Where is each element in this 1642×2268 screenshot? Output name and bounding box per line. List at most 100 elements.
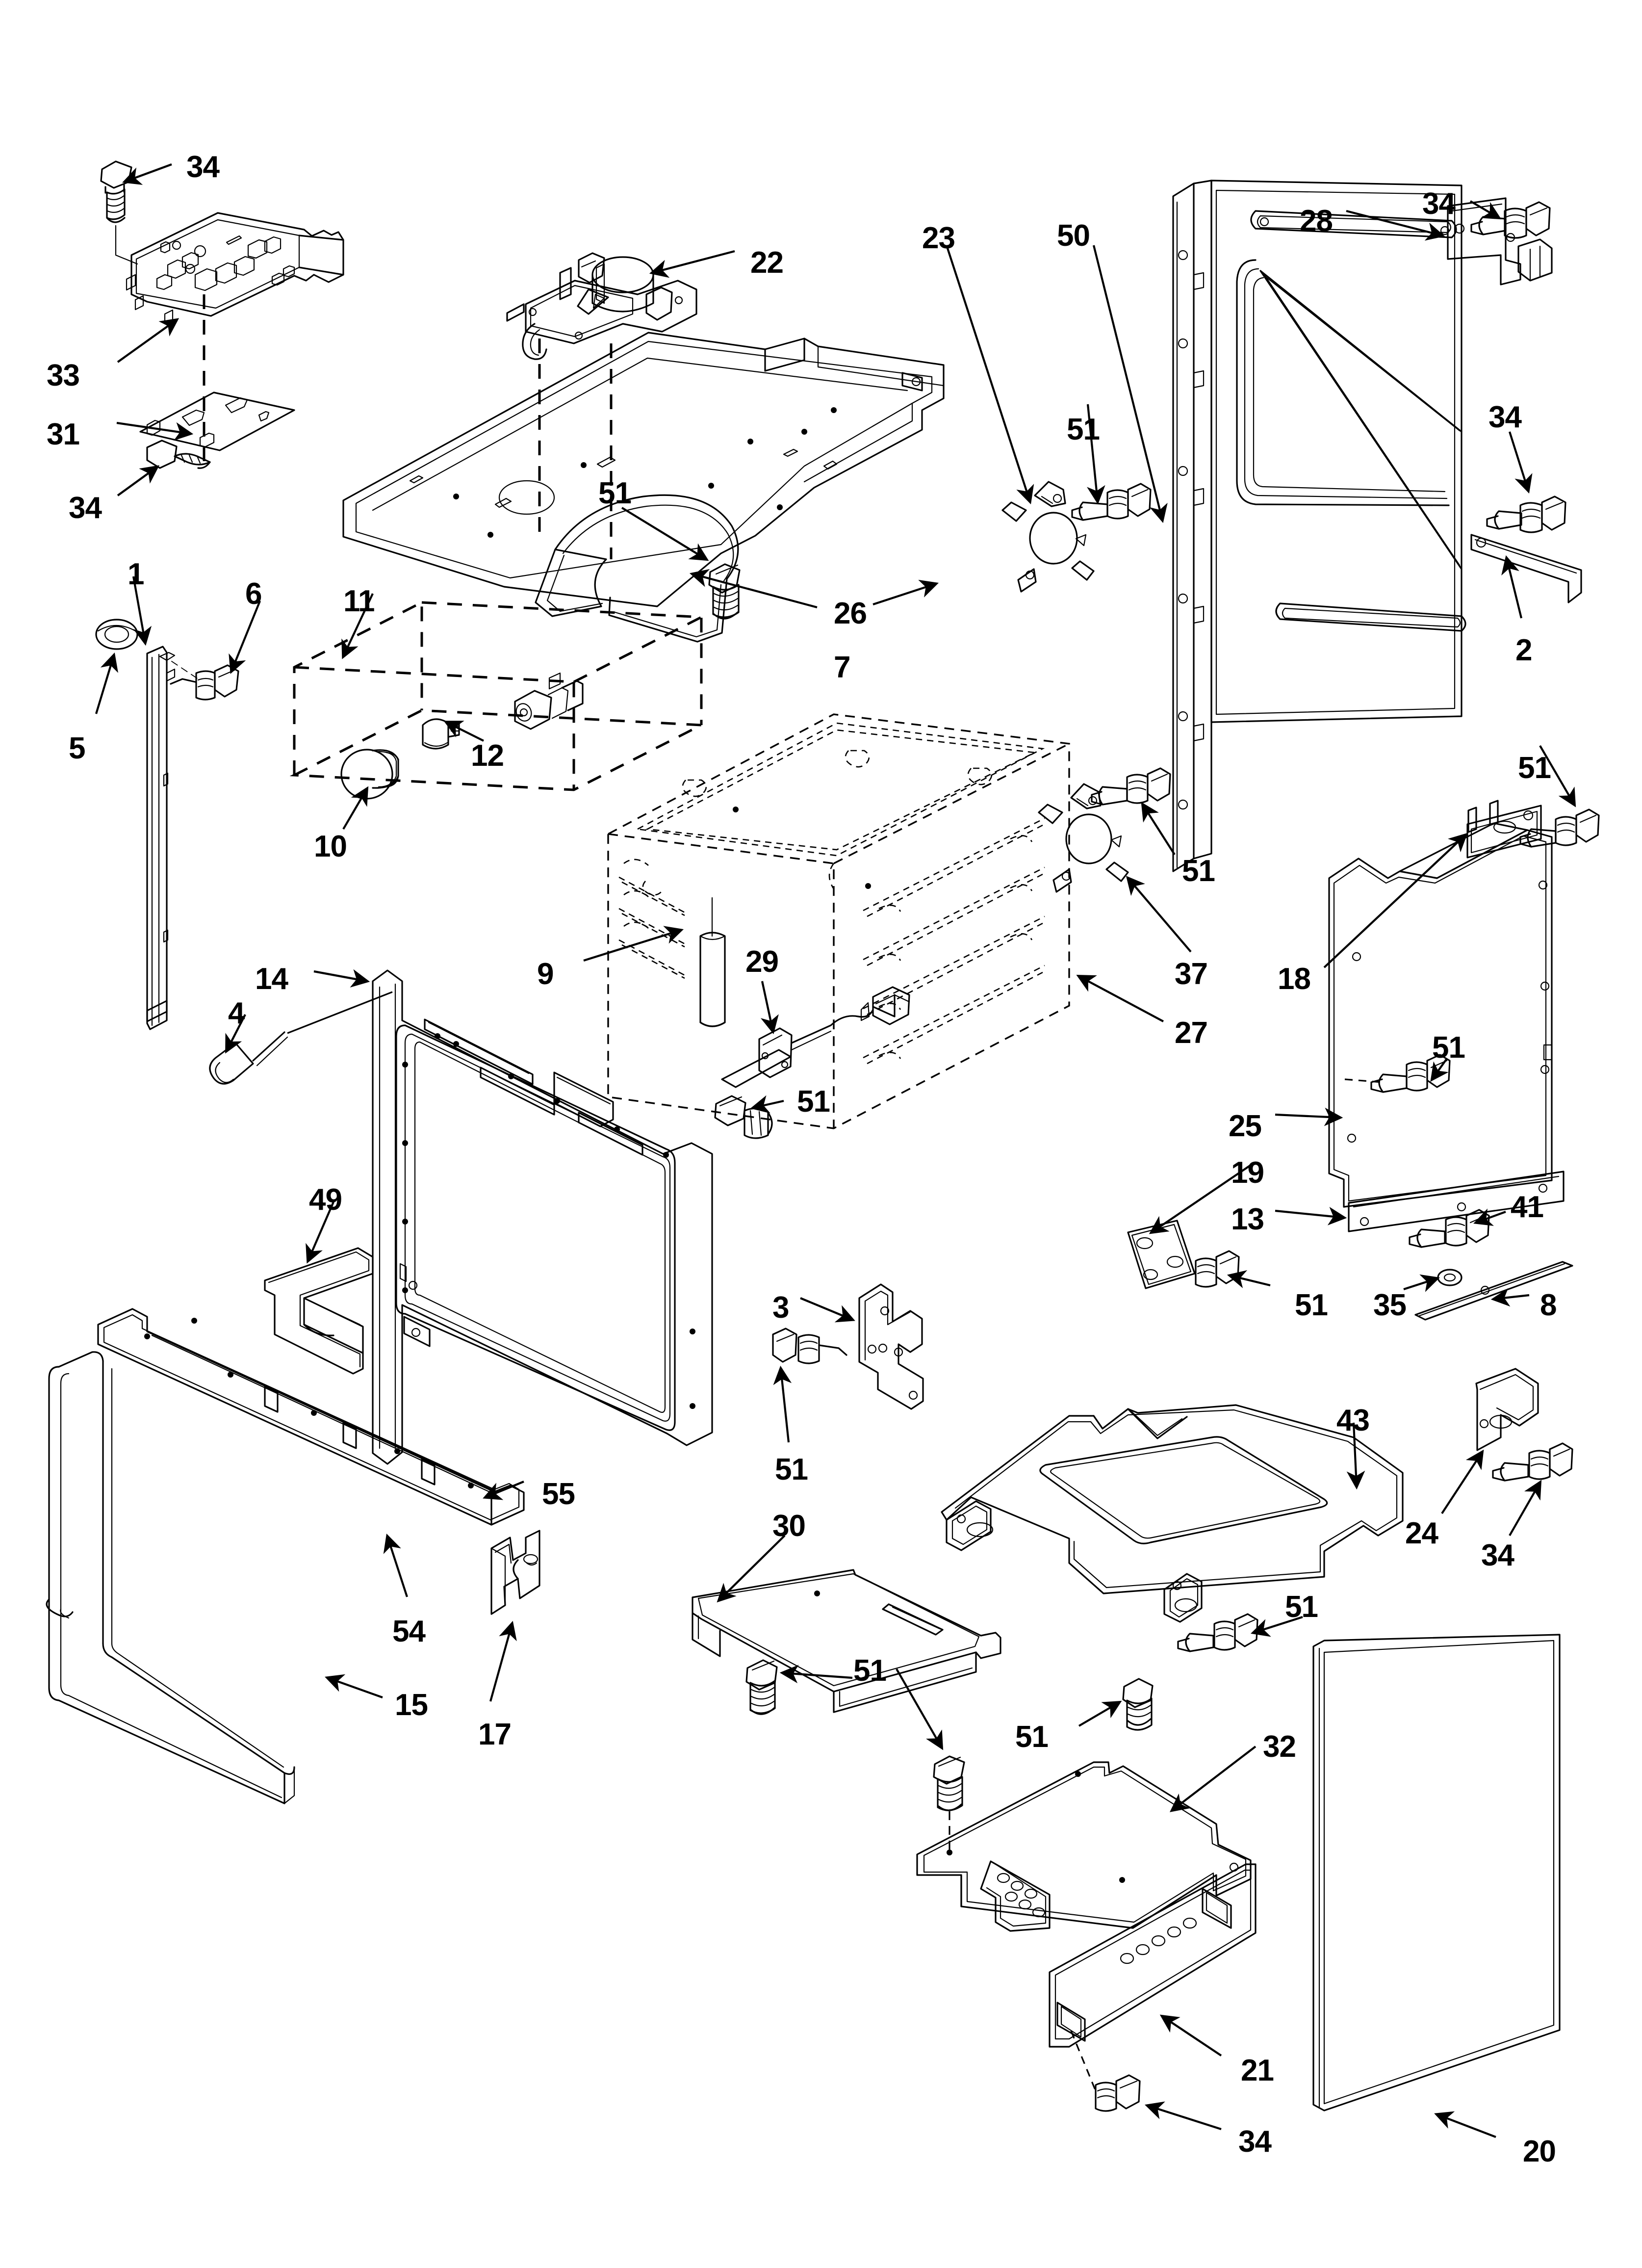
leader-17: [489, 1620, 517, 1702]
leader-51c: [1539, 745, 1576, 808]
screw-51-drawer: [933, 1755, 965, 1855]
callout-34-b: 34: [69, 491, 102, 525]
screw-6: [170, 664, 239, 701]
leader-20: [1434, 2111, 1496, 2138]
part-37-thermostat: [1038, 783, 1129, 893]
callout-1: 1: [128, 557, 144, 591]
leader-51-maintop: [621, 507, 709, 561]
callout-51-k: 51: [1015, 1720, 1049, 1754]
part-43-base-pan: [941, 1404, 1404, 1623]
part-28-rear-frame: [1172, 180, 1466, 872]
leader-22: [649, 250, 735, 278]
leader-43: [1346, 1422, 1365, 1490]
leader-34-bracket24: [1509, 1480, 1542, 1537]
leader-33: [117, 318, 180, 363]
leader-19: [1149, 1164, 1252, 1234]
part-24-bracket: [1475, 1368, 1539, 1451]
callout-19: 19: [1231, 1156, 1264, 1190]
callout-29: 29: [745, 945, 779, 979]
leader-41: [1473, 1208, 1506, 1226]
callout-51-h: 51: [775, 1453, 808, 1486]
part-25-side-panel: [1328, 822, 1553, 1208]
leader-10: [342, 786, 369, 830]
part-29-sensor: [721, 986, 910, 1088]
callout-8: 8: [1540, 1288, 1557, 1322]
leader-51-bracket19: [1227, 1270, 1271, 1288]
callout-15: 15: [395, 1688, 428, 1722]
callout-10: 10: [314, 830, 347, 863]
part-21-drawer-front: [1049, 1863, 1257, 2048]
leader-51-panel25: [1430, 1058, 1449, 1082]
leader-34-upper-right: [1469, 200, 1502, 220]
leader-15: [325, 1674, 383, 1698]
callout-14: 14: [255, 962, 288, 996]
leader-49: [306, 1201, 334, 1264]
part-7-maintop-panel: [342, 332, 945, 643]
callout-3: 3: [772, 1291, 789, 1325]
callout-51-c: 51: [1518, 751, 1551, 785]
callout-51-g: 51: [1295, 1288, 1328, 1322]
part-27-oven-cavity: [607, 713, 1070, 1129]
part-30-bottom-panel: [692, 1569, 1001, 1713]
callout-49: 49: [309, 1183, 342, 1217]
leader-14: [313, 969, 370, 988]
callout-51-i: 51: [1285, 1590, 1318, 1624]
screw-34-upper-right: [1470, 201, 1551, 239]
screw-51-basepan-2: [1122, 1678, 1154, 1731]
leader-51-cavity: [750, 1095, 784, 1114]
leader-51-part37: [1141, 802, 1176, 856]
leader-29: [760, 981, 779, 1035]
callout-51-e: 51: [797, 1085, 830, 1119]
callout-51-j: 51: [853, 1654, 887, 1688]
callout-35: 35: [1373, 1288, 1407, 1322]
callout-51-f: 51: [1432, 1031, 1465, 1065]
leader-28: [1346, 209, 1445, 241]
screw-18: [1519, 808, 1600, 848]
leader-51k: [1078, 1700, 1122, 1727]
leader-32: [1169, 1746, 1257, 1812]
screw-34-drawer-front: [1070, 2031, 1141, 2112]
screw-51-maintop: [708, 563, 741, 620]
part-14-front-frame: [372, 969, 713, 1465]
leader-8: [1490, 1288, 1530, 1307]
callout-51-b: 51: [1067, 413, 1100, 446]
callout-6: 6: [245, 577, 262, 611]
leader-2: [1501, 555, 1523, 619]
leader-55: [483, 1481, 524, 1500]
callout-18: 18: [1278, 962, 1311, 996]
screw-51-basepan: [1177, 1613, 1258, 1652]
leader-3: [800, 1297, 855, 1323]
callout-20: 20: [1523, 2135, 1556, 2168]
callout-55: 55: [542, 1477, 575, 1511]
callout-34-d: 34: [1488, 400, 1522, 434]
callout-51-d: 51: [1182, 854, 1215, 888]
callout-51-a: 51: [598, 476, 632, 510]
part-9-cylinder: [699, 897, 726, 1027]
part-22-valve-assembly: [506, 252, 697, 360]
leader-18: [1323, 833, 1468, 968]
part-4-plug: [209, 1031, 288, 1085]
callout-41: 41: [1511, 1190, 1544, 1224]
callout-2: 2: [1515, 633, 1532, 667]
leader-26: [872, 579, 939, 605]
callout-54: 54: [392, 1615, 426, 1648]
leader-31: [116, 421, 194, 441]
screw-34-trim: [1486, 495, 1566, 533]
callout-34-c: 34: [1422, 187, 1456, 221]
callout-30: 30: [772, 1509, 806, 1543]
callout-11: 11: [343, 584, 375, 618]
leader-25: [1275, 1107, 1343, 1126]
screw-51-thermostat: [1071, 483, 1152, 521]
callout-5: 5: [69, 731, 85, 765]
leader-24: [1441, 1449, 1484, 1514]
leader-5: [95, 652, 118, 714]
callout-50: 50: [1057, 219, 1090, 253]
callout-43: 43: [1336, 1404, 1370, 1437]
part-17-clip: [490, 1530, 540, 1615]
leader-34-top: [122, 163, 172, 185]
leader-6: [229, 600, 261, 674]
screw-31: [146, 440, 211, 469]
part-33-control-board-group: [100, 160, 344, 469]
callout-31: 31: [47, 417, 80, 451]
callout-34-e: 34: [1481, 1538, 1514, 1572]
